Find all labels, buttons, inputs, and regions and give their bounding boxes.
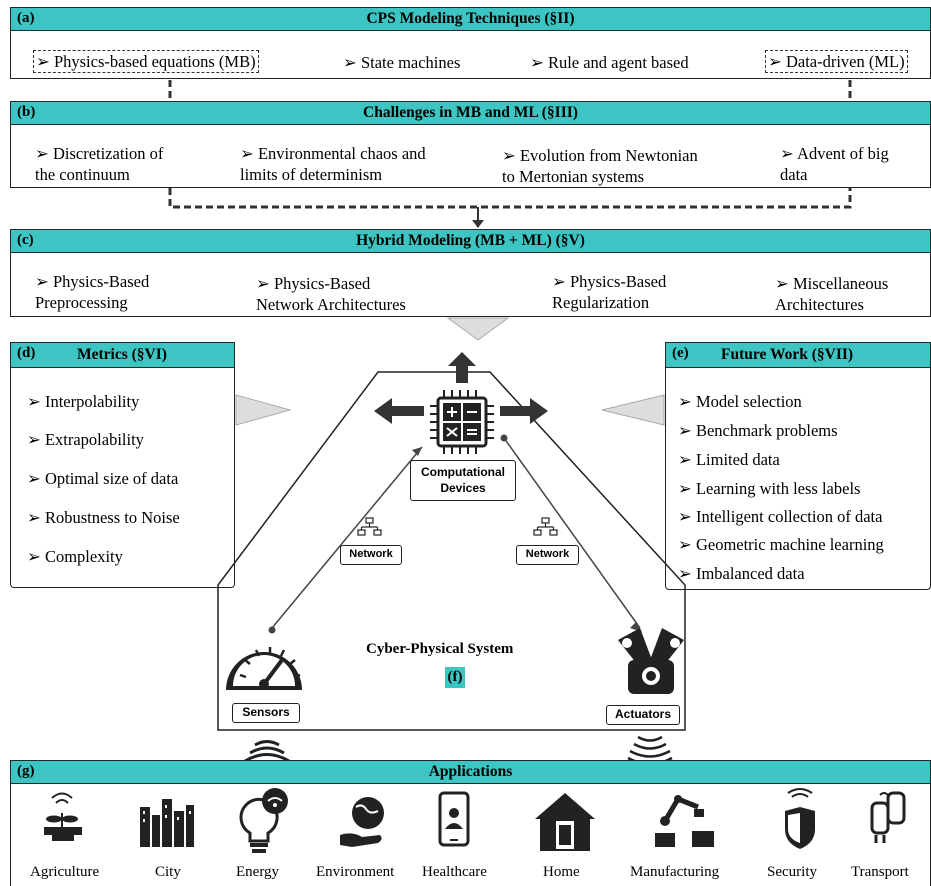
section-b-tag: (b) (17, 104, 36, 120)
shield-wifi-icon (785, 788, 815, 849)
item-preprocessing: ➢ Physics-Based Preprocessing (35, 272, 150, 312)
future-intelligent-collection: ➢ Intelligent collection of data (678, 507, 883, 526)
smartphone-doctor-icon (438, 791, 470, 847)
sensors-label: Sensors (232, 703, 300, 723)
section-d-title: Metrics (§VI) (77, 346, 167, 363)
future-geometric-ml: ➢ Geometric machine learning (678, 535, 884, 554)
section-g-title: Applications (428, 763, 513, 780)
arrow-right (500, 398, 548, 424)
future-imbalanced: ➢ Imbalanced data (678, 564, 805, 583)
item-evolution: ➢ Evolution from Newtonian to Mertonian … (502, 146, 698, 186)
metric-optimal-size: ➢ Optimal size of data (27, 469, 179, 488)
cps-tag: (f) (445, 667, 465, 688)
section-d-tag: (d) (17, 345, 36, 361)
arrow-to-c-head (472, 220, 484, 228)
section-g-header: (g) Applications (10, 760, 931, 784)
section-a-tag: (a) (17, 10, 35, 26)
app-transport: Transport (851, 864, 909, 880)
section-c-tag: (c) (17, 232, 34, 248)
arrow-up (448, 352, 476, 383)
section-b-title: Challenges in MB and ML (§III) (363, 104, 578, 121)
triangle-d (235, 394, 292, 426)
section-d-box (10, 368, 235, 588)
metric-interpolability: ➢ Interpolability (27, 392, 140, 411)
section-e-tag: (e) (672, 345, 689, 361)
globe-hand-icon (340, 797, 384, 847)
city-icon (140, 799, 194, 847)
metric-extrapolability: ➢ Extrapolability (27, 430, 144, 449)
section-a-box (10, 31, 931, 79)
sensor-to-chip-line (271, 446, 423, 629)
item-big-data: ➢ Advent of big data (780, 144, 889, 184)
network-icon-left (357, 517, 382, 536)
applications-icons (44, 788, 906, 853)
home-icon (535, 793, 595, 851)
cps-title: Cyber-Physical System (366, 641, 514, 657)
section-d-header: (d) Metrics (§VI) (10, 342, 235, 368)
sensor-to-chip-head (412, 447, 422, 456)
triangle-c (446, 317, 510, 341)
metric-complexity: ➢ Complexity (27, 547, 123, 566)
chip-dot (500, 434, 508, 442)
app-healthcare: Healthcare (422, 864, 487, 880)
future-limited-data: ➢ Limited data (678, 450, 780, 469)
section-e-box (665, 368, 931, 590)
engine-icon (618, 628, 684, 694)
actuators-label: Actuators (606, 705, 680, 725)
section-c-header: (c) Hybrid Modeling (MB + ML) (§V) (10, 229, 931, 253)
app-environment: Environment (316, 864, 395, 880)
sensor-dot (268, 626, 276, 634)
item-environmental-chaos: ➢ Environmental chaos and limits of dete… (240, 144, 426, 184)
chip-to-actuator-line (503, 437, 641, 629)
robot-arm-icon (655, 795, 714, 847)
arrow-left (374, 398, 424, 424)
section-a-title: CPS Modeling Techniques (§II) (366, 10, 575, 27)
item-state-machines: ➢ State machines (343, 53, 461, 72)
cars-icon (870, 791, 906, 843)
triangle-e (601, 394, 665, 426)
plant-icon (44, 792, 82, 841)
computational-devices-label: Computational Devices (410, 460, 516, 501)
section-c-box (10, 253, 931, 317)
network-label-left: Network (340, 545, 402, 565)
chip-icon (430, 390, 494, 454)
app-energy: Energy (236, 864, 280, 880)
section-g-tag: (g) (17, 763, 35, 779)
future-benchmark: ➢ Benchmark problems (678, 421, 838, 440)
section-a-header: (a) CPS Modeling Techniques (§II) (10, 7, 931, 31)
item-discretization: ➢ Discretization of the continuum (35, 144, 164, 184)
future-model-selection: ➢ Model selection (678, 392, 802, 411)
item-regularization: ➢ Physics-Based Regularization (552, 272, 667, 312)
app-city: City (155, 864, 181, 880)
item-physics-equations: ➢ Physics-based equations (MB) (33, 50, 259, 73)
future-less-labels: ➢ Learning with less labels (678, 479, 861, 498)
app-security: Security (767, 864, 817, 880)
app-manufacturing: Manufacturing (630, 864, 720, 880)
section-e-title: Future Work (§VII) (721, 346, 854, 363)
chip-to-actuator-head (630, 622, 642, 632)
app-home: Home (543, 864, 580, 880)
dashed-bracket (168, 188, 852, 209)
section-c-title: Hybrid Modeling (MB + ML) (§V) (356, 232, 585, 249)
network-label-right: Network (516, 545, 579, 565)
section-b-header: (b) Challenges in MB and ML (§III) (10, 101, 931, 125)
section-e-header: (e) Future Work (§VII) (665, 342, 931, 368)
app-agriculture: Agriculture (30, 864, 100, 880)
network-icon-right (533, 517, 558, 536)
item-network-architectures: ➢ Physics-Based Network Architectures (256, 274, 406, 314)
item-rule-agent: ➢ Rule and agent based (530, 53, 689, 72)
lightbulb-icon (239, 788, 288, 853)
metric-robustness: ➢ Robustness to Noise (27, 508, 180, 527)
gauge-icon (226, 647, 302, 690)
item-data-driven: ➢ Data-driven (ML) (765, 50, 908, 73)
item-misc-architectures: ➢ Miscellaneous Architectures (775, 274, 889, 314)
section-b-box (10, 125, 931, 188)
